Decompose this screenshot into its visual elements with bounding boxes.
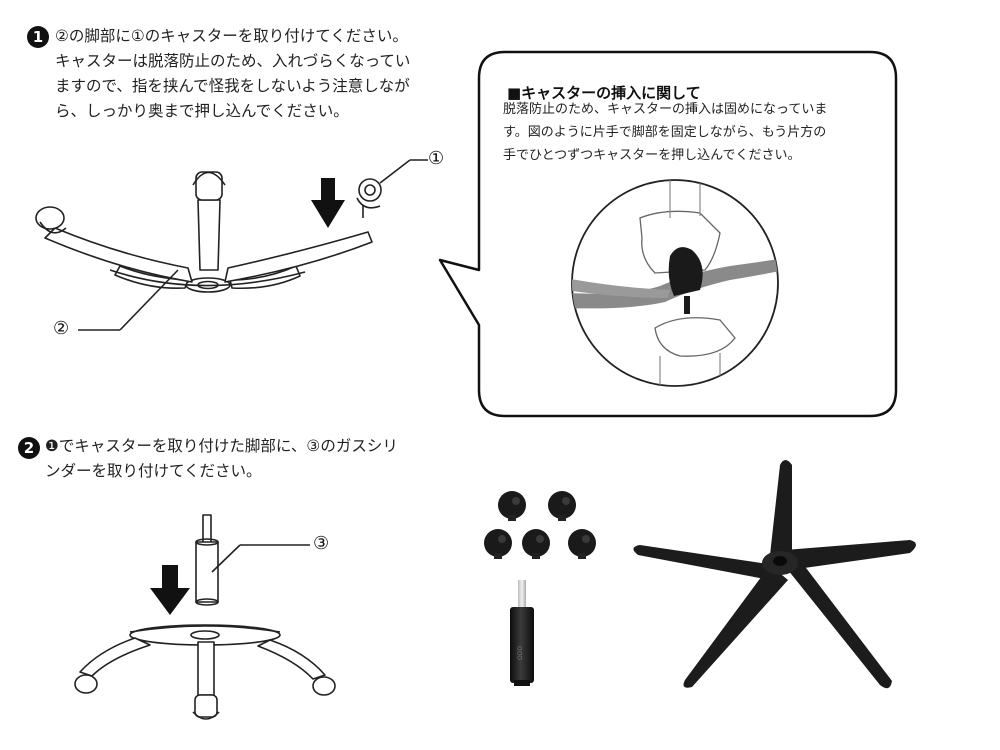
callout-title: ■キャスターの挿入に関して xyxy=(507,84,701,102)
step2-number-badge: 2 xyxy=(18,437,40,459)
callout-body: 脱落防止のため、キャスターの挿入は固めになっていま す。図のように片手で脚部を固… xyxy=(503,98,893,167)
callout-line1: 脱落防止のため、キャスターの挿入は固めになっていま xyxy=(503,102,828,117)
step2-line2: ンダーを取り付けてください。 xyxy=(45,462,262,480)
step1-number-badge: 1 xyxy=(27,26,49,48)
step2-line1: ❶でキャスターを取り付けた脚部に、③のガスシリ xyxy=(45,437,398,455)
step1-line2: キャスターは脱落防止のため、入れづらくなってい xyxy=(55,52,411,70)
step2-drawing xyxy=(74,514,336,720)
parts-photo: ODD xyxy=(484,460,916,689)
step1-base-drawing xyxy=(35,159,428,331)
caster-insert-detail-illustration xyxy=(571,179,779,387)
gas-cylinder-photo xyxy=(510,580,534,686)
step1-instructions: ②の脚部に①のキャスターを取り付けてください。 キャスターは脱落防止のため、入れ… xyxy=(55,24,475,124)
step2-instructions: ❶でキャスターを取り付けた脚部に、③のガスシリ ンダーを取り付けてください。 xyxy=(45,434,465,484)
caster-photos xyxy=(484,491,596,559)
step1-line3: ますので、指を挟んで怪我をしないよう注意しなが xyxy=(55,77,410,95)
cylinder-label: ③ xyxy=(313,533,330,554)
base-photo xyxy=(633,460,916,689)
callout-line3: 手でひとつずつキャスターを押し込んでください。 xyxy=(503,148,801,163)
caster-label: ① xyxy=(428,148,445,169)
step1-line1: ②の脚部に①のキャスターを取り付けてください。 xyxy=(55,27,408,45)
base-label: ② xyxy=(53,318,70,339)
callout-line2: す。図のように片手で脚部を固定しながら、もう片方の xyxy=(503,125,827,140)
cylinder-marking: ODD xyxy=(517,646,524,660)
step1-line4: ら、しっかり奥まで押し込んでください。 xyxy=(55,102,349,120)
